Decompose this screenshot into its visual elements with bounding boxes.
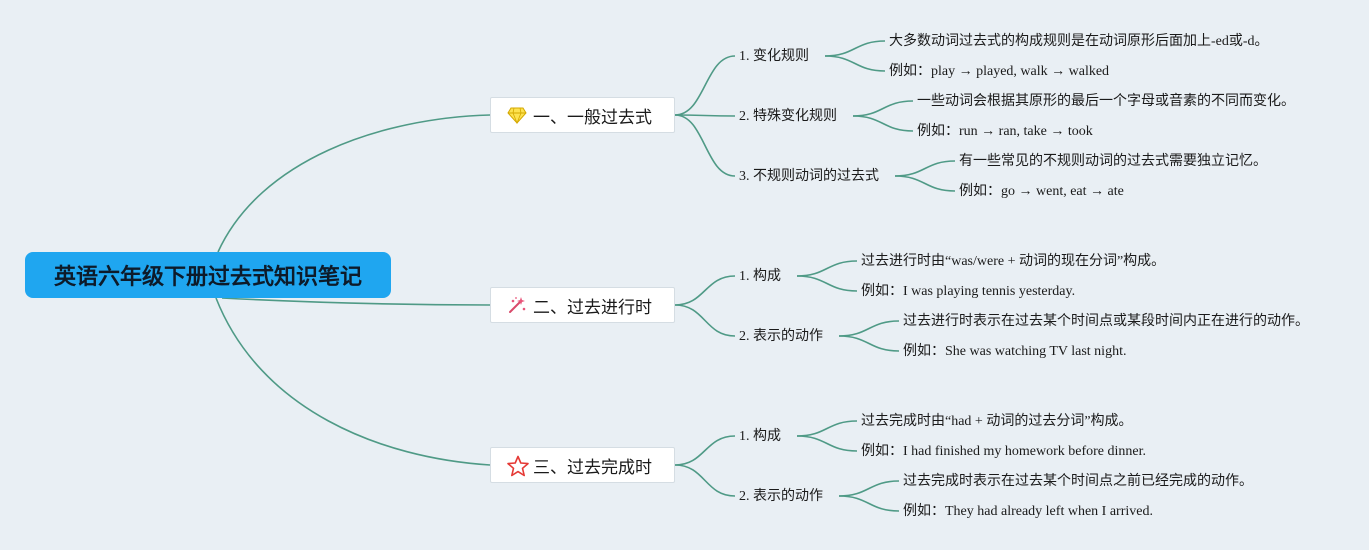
detail-example: 例如：She was watching TV last night. [903,344,1127,359]
branch-connector [796,260,858,277]
branch-connector [852,100,914,117]
subtopic-formation[interactable]: 1. 构成 [739,269,781,284]
branch-connector [674,114,736,177]
root-connector [215,297,491,466]
branch-connector [838,480,900,497]
branch-connector [674,435,736,466]
detail-text: 过去完成时由“had + 动词的过去分词”构成。 [861,414,1133,429]
branch-connector [796,420,858,437]
detail-text: 大多数动词过去式的构成规则是在动词原形后面加上-ed或-d。 [889,34,1269,49]
detail-text: 过去进行时表示在过去某个时间点或某段时间内正在进行的动作。 [903,314,1309,329]
detail-example: 例如：They had already left when I arrived. [903,504,1153,519]
subtopic-irregular[interactable]: 3. 不规则动词的过去式 [739,169,879,184]
branch-connector [796,435,858,452]
root-connector [221,297,491,306]
branch-connector [674,55,736,116]
branch-past-continuous[interactable]: 二、过去进行时 [490,287,675,323]
branch-label: 二、过去进行时 [533,297,652,318]
subtopic-special-rule[interactable]: 2. 特殊变化规则 [739,109,837,124]
subtopic-usage[interactable]: 2. 表示的动作 [739,489,823,504]
root-topic-label: 英语六年级下册过去式知识笔记 [53,265,362,290]
branch-connector [824,55,886,72]
branch-connector [674,464,736,497]
branch-connector [838,335,900,352]
branch-connector [852,115,914,132]
branch-connector [894,175,956,192]
root-connector [217,114,491,253]
detail-example: 例如：go → went, eat → ate [959,184,1124,199]
detail-text: 一些动词会根据其原形的最后一个字母或音素的不同而变化。 [917,94,1295,109]
branch-connector [894,160,956,177]
subtopic-usage[interactable]: 2. 表示的动作 [739,329,823,344]
star-icon [507,455,529,477]
branch-connector [824,40,886,57]
branch-connector [674,275,736,306]
branch-connector [838,320,900,337]
branch-connector [838,495,900,512]
detail-text: 过去进行时由“was/were + 动词的现在分词”构成。 [861,254,1166,269]
detail-example: 例如：run → ran, take → took [917,124,1093,139]
detail-text: 有一些常见的不规则动词的过去式需要独立记忆。 [959,154,1267,169]
subtopic-formation[interactable]: 1. 构成 [739,429,781,444]
detail-example: 例如：I was playing tennis yesterday. [861,284,1076,299]
root-topic[interactable]: 英语六年级下册过去式知识笔记 [25,252,391,298]
detail-example: 例如：I had finished my homework before din… [861,444,1146,459]
branch-past-perfect[interactable]: 三、过去完成时 [490,447,675,483]
detail-text: 过去完成时表示在过去某个时间点之前已经完成的动作。 [903,474,1253,489]
magic-sparkle-icon [507,295,527,315]
subtopic-rule[interactable]: 1. 变化规则 [739,49,809,64]
branch-connector [674,304,736,337]
detail-example: 例如：play → played, walk → walked [889,64,1110,79]
branch-label: 一、一般过去式 [533,107,652,128]
branch-connector [796,275,858,292]
branch-connector [674,114,736,117]
branch-simple-past[interactable]: 一、一般过去式 [490,97,675,133]
diamond-icon [507,105,527,125]
branch-label: 三、过去完成时 [533,457,652,478]
